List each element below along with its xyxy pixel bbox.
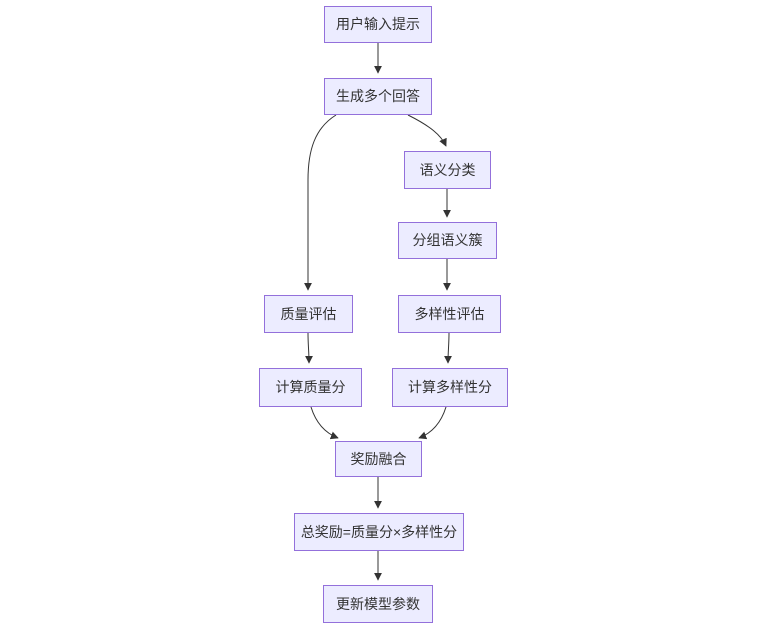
edge-quality-evaluation-to-compute-quality (304, 332, 313, 364)
node-user-input: 用户输入提示 (324, 6, 432, 43)
node-diversity-evaluation: 多样性评估 (398, 295, 501, 333)
edge-generate-to-quality-evaluation (304, 114, 337, 291)
edge-compute-quality-to-reward-fusion (310, 406, 339, 440)
node-reward-fusion: 奖励融合 (335, 441, 422, 477)
node-semantic-classification: 语义分类 (404, 151, 491, 189)
node-total-reward: 总奖励=质量分×多样性分 (294, 513, 464, 551)
edge-compute-diversity-to-reward-fusion (418, 406, 447, 440)
node-generate-responses: 生成多个回答 (324, 78, 432, 115)
node-quality-evaluation: 质量评估 (264, 295, 353, 333)
node-compute-quality-score: 计算质量分 (259, 368, 362, 407)
node-update-model-params: 更新模型参数 (323, 585, 433, 623)
node-group-semantic-clusters: 分组语义簇 (398, 222, 497, 259)
node-compute-diversity-score: 计算多样性分 (392, 368, 508, 407)
edge-diversity-evaluation-to-compute-diversity (444, 332, 453, 364)
edge-generate-to-semantic-classification (407, 114, 447, 147)
